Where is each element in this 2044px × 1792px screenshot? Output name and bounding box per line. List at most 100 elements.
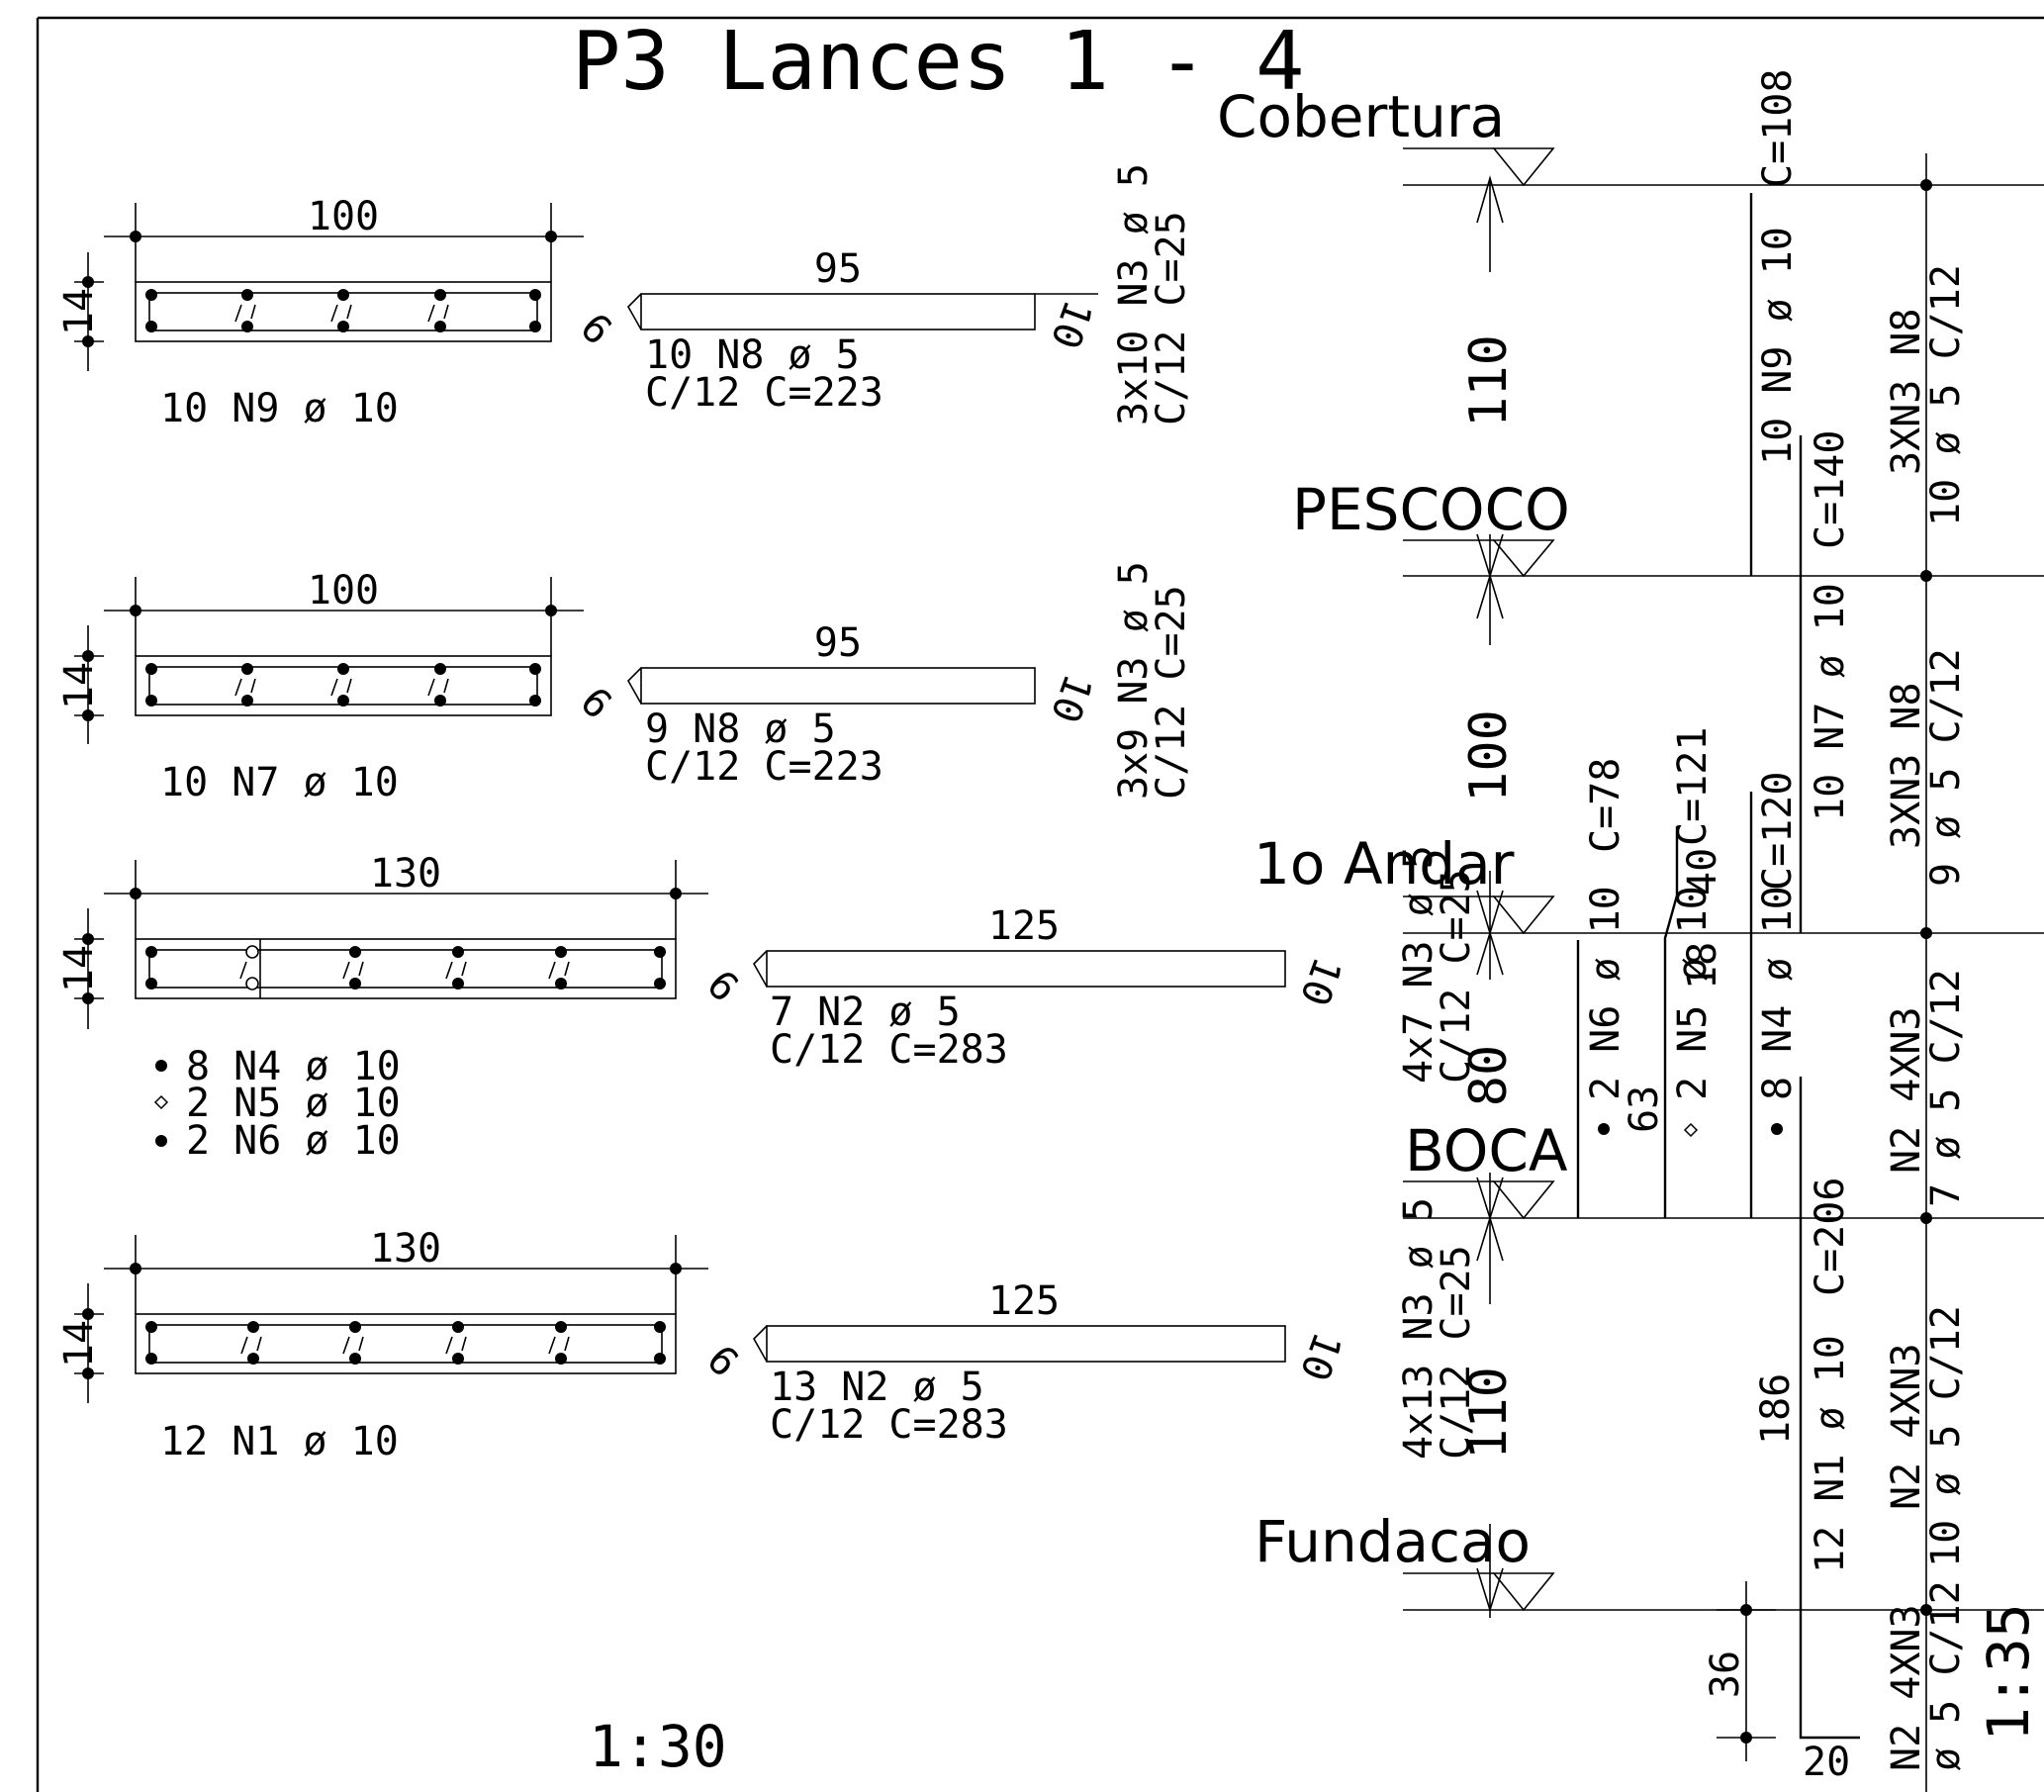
level-marker-icon xyxy=(1492,1180,1555,1220)
section-2-height: 14 xyxy=(56,662,102,709)
bar-n7-length: C=140 xyxy=(1808,430,1853,549)
section-2: 100 14 10 N7 ø 10 95 9 10 9 N8 ø 5 C/12 … xyxy=(56,561,1194,805)
section-1-bars xyxy=(145,289,541,332)
section-1: 100 14 10 N9 ø 10 95 9 10 10 N8 ø 5 C/12… xyxy=(56,163,1194,431)
bar-n5 xyxy=(1663,826,1679,1218)
bar-n6-label: 2 N6 ø 10 xyxy=(1583,886,1628,1100)
bar-n5-length: C=121 xyxy=(1670,727,1716,846)
bar-n9-label: 10 N9 ø 10 xyxy=(1755,227,1801,465)
drawing-title: P3 Lances 1 - 4 xyxy=(572,15,1305,109)
bar-n7-label: 10 N7 ø 10 xyxy=(1808,583,1853,821)
stirrup-zone-4-b: 10 ø 5 C/12 xyxy=(1923,1305,1969,1567)
section-3-tie-line2: C/12 C=25 xyxy=(1434,869,1479,1084)
section-3-bars-item-2: 2 N5 ø 10 xyxy=(186,1081,401,1126)
span-pescoco-1o-andar: 100 xyxy=(1459,709,1519,802)
bar-n1 xyxy=(1799,1077,1860,1740)
section-3-bars-legend: 8 N4 ø 10 2 N5 ø 10 2 N6 ø 10 xyxy=(153,1044,401,1164)
level-label-pescoco: PESCOCO xyxy=(1292,476,1570,543)
level-label-boca: BOCA xyxy=(1405,1117,1568,1184)
stirrup-zone-5-a: N2 4XN3 xyxy=(1884,1604,1929,1771)
bar-symbol-filled xyxy=(155,1135,167,1147)
bar-n9-length: C=108 xyxy=(1755,69,1801,188)
section-2-stirrup-detail: 95 9 10 9 N8 ø 5 C/12 C=223 xyxy=(574,620,1101,790)
bar-n4-length: C=120 xyxy=(1755,772,1801,891)
stirrup-zone-1-a: 3XN3 N8 xyxy=(1884,308,1929,475)
section-3-stirrup-length: 125 xyxy=(988,903,1060,949)
section-1-hook-left: 9 xyxy=(574,303,623,352)
bar-symbol-filled xyxy=(1771,1123,1783,1135)
section-1-hook-right: 10 xyxy=(1042,294,1101,354)
section-4-bars xyxy=(145,1321,666,1365)
section-2-bars xyxy=(145,663,541,707)
section-3-bars-item-1: 8 N4 ø 10 xyxy=(186,1044,401,1089)
footing-depth: 36 xyxy=(1703,1651,1748,1698)
section-2-stirrup-length: 95 xyxy=(814,620,862,666)
section-4-stirrup-length: 125 xyxy=(988,1278,1060,1324)
section-2-stirrup-line2: C/12 C=223 xyxy=(645,744,883,790)
section-1-tie-line1: 3x10 N3 ø 5 xyxy=(1111,163,1157,425)
level-label-cobertura: Cobertura xyxy=(1217,83,1505,150)
stirrup-zone-2-b: 9 ø 5 C/12 xyxy=(1923,648,1969,887)
section-4-bars-label: 12 N1 ø 10 xyxy=(160,1419,399,1464)
section-4-tie-line1: 4x13 N3 ø 5 xyxy=(1396,1197,1441,1460)
bar-n6-length: C=78 xyxy=(1583,758,1628,853)
section-2-outline xyxy=(135,655,552,716)
stirrup-zone-3-b: 7 ø 5 C/12 xyxy=(1923,969,1969,1207)
footing-hook: 20 xyxy=(1803,1740,1850,1785)
section-3-stirrup-detail: 125 9 10 7 N2 ø 5 C/12 C=283 xyxy=(700,903,1350,1073)
bar-symbol-filled xyxy=(155,1060,167,1072)
level-marker-icon xyxy=(1492,1572,1555,1612)
stirrup-zone-3-a: N2 4XN3 xyxy=(1884,1006,1929,1174)
section-3-hook-left: 9 xyxy=(700,960,750,1009)
bar-symbol-filled xyxy=(1598,1123,1610,1135)
bar-n1-label: 12 N1 ø 10 xyxy=(1808,1335,1853,1573)
span-boca-fundacao: 110 xyxy=(1459,1367,1519,1460)
scale-right: 1:35 xyxy=(1975,1603,2042,1742)
section-4-hook-left: 9 xyxy=(700,1335,750,1384)
level-marker-icon xyxy=(1492,539,1555,578)
section-2-hook-right: 10 xyxy=(1042,668,1101,728)
section-1-stirrup-line1: 10 N8 ø 5 xyxy=(645,332,860,378)
level-label-fundacao: Fundacao xyxy=(1254,1508,1531,1575)
section-3-height: 14 xyxy=(56,945,102,992)
section-1-stirrup-length: 95 xyxy=(814,246,862,292)
section-2-bars-label: 10 N7 ø 10 xyxy=(160,760,399,805)
stirrup-zone-1-b: 10 ø 5 C/12 xyxy=(1923,264,1969,526)
section-4-hook-right: 10 xyxy=(1291,1326,1350,1386)
section-4-width: 130 xyxy=(370,1226,441,1272)
stirrup-zone-2-a: 3XN3 N8 xyxy=(1884,682,1929,849)
section-2-tie-line1: 3x9 N3 ø 5 xyxy=(1111,561,1157,800)
stirrup-zone-4-a: N2 4XN3 xyxy=(1884,1343,1929,1510)
section-4-outline xyxy=(135,1313,677,1374)
section-2-stirrup-line1: 9 N8 ø 5 xyxy=(645,707,836,752)
bar-symbol-hollow xyxy=(1683,1122,1699,1138)
level-marker-icon xyxy=(1492,147,1555,187)
section-4: 130 14 12 N1 ø 10 125 9 10 13 N2 ø 5 C/1… xyxy=(56,1197,1479,1464)
bar-n5-lap-b: 18 xyxy=(1680,942,1725,990)
bar-n4-label: 8 N4 ø 10 xyxy=(1755,886,1801,1100)
scale-left: 1:30 xyxy=(589,1713,727,1780)
section-1-tie-line2: C/12 C=25 xyxy=(1149,211,1194,425)
section-1-stirrup-detail: 95 9 10 10 N8 ø 5 C/12 C=223 xyxy=(574,246,1101,416)
section-1-stirrup-line2: C/12 C=223 xyxy=(645,370,883,416)
section-3-tie-line1: 4x7 N3 ø 5 xyxy=(1396,845,1441,1084)
section-4-stirrup-detail: 125 9 10 13 N2 ø 5 C/12 C=283 xyxy=(700,1278,1350,1448)
section-2-tie-line2: C/12 C=25 xyxy=(1149,585,1194,800)
bar-n6-lap: 63 xyxy=(1622,1085,1667,1133)
section-3-bars-item-3: 2 N6 ø 10 xyxy=(186,1118,401,1164)
section-4-tie-line2: C/12 C=25 xyxy=(1434,1245,1479,1460)
section-2-hook-left: 9 xyxy=(574,677,623,726)
section-4-height: 14 xyxy=(56,1320,102,1368)
section-3: 130 14 8 N4 ø 10 2 N5 ø 10 2 N6 ø 10 xyxy=(56,845,1479,1164)
section-3-width: 130 xyxy=(370,851,441,896)
bar-n1-length: C=206 xyxy=(1808,1178,1853,1296)
section-1-bars-label: 10 N9 ø 10 xyxy=(160,386,399,431)
section-1-height: 14 xyxy=(56,288,102,335)
stirrup-zone-5-b: ø 5 C/12 xyxy=(1923,1580,1969,1771)
section-1-outline xyxy=(135,281,552,342)
section-3-hook-right: 10 xyxy=(1291,951,1350,1011)
bar-n5-label: 2 N5 ø 10 xyxy=(1670,886,1716,1100)
section-2-width: 100 xyxy=(308,568,379,613)
level-marker-icon xyxy=(1492,896,1555,935)
